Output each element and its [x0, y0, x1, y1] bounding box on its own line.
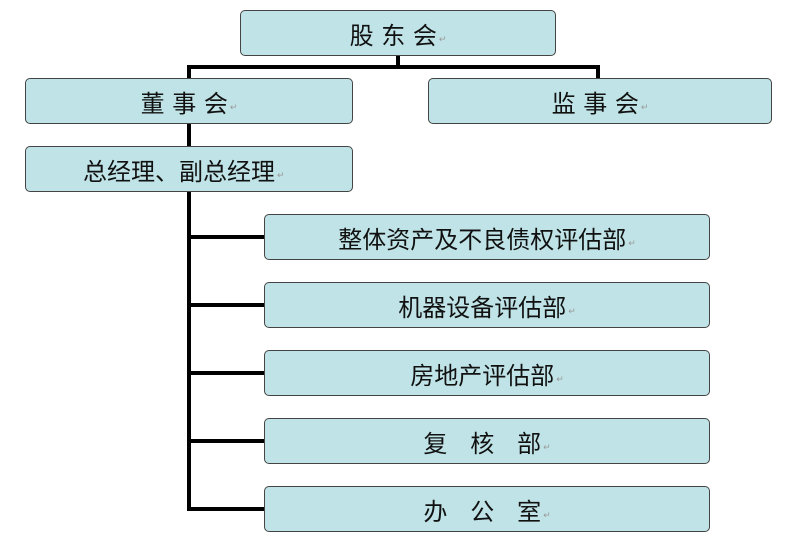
return-mark-icon: ↵ [543, 511, 551, 521]
return-mark-icon: ↵ [543, 443, 551, 453]
department-box: 房地产评估部↵ [264, 350, 710, 396]
return-mark-icon: ↵ [568, 307, 576, 317]
department-label: 房地产评估部 [410, 361, 555, 390]
department-box: 复 核 部↵ [264, 418, 710, 464]
department-label: 办 公 室 [423, 497, 542, 526]
return-mark-icon: ↵ [438, 35, 447, 45]
general-manager-box: 总经理、副总经理↵ [25, 146, 353, 192]
return-mark-icon: ↵ [277, 171, 285, 181]
return-mark-icon: ↵ [556, 375, 564, 385]
return-mark-icon: ↵ [640, 103, 649, 113]
department-label: 复 核 部 [423, 429, 542, 458]
department-box: 整体资产及不良债权评估部↵ [264, 214, 710, 260]
general-manager-label: 总经理、副总经理 [83, 157, 275, 186]
board-of-supervisors-box: 监 事 会↵ [428, 78, 772, 124]
shareholders-box: 股 东 会↵ [240, 10, 556, 56]
return-mark-icon: ↵ [229, 103, 238, 113]
board-label: 董 事 会 [140, 89, 228, 118]
supervisors-label: 监 事 会 [551, 89, 639, 118]
department-box: 机器设备评估部↵ [264, 282, 710, 328]
return-mark-icon: ↵ [628, 239, 636, 249]
department-box: 办 公 室↵ [264, 486, 710, 532]
shareholders-label: 股 东 会 [349, 21, 437, 50]
department-label: 机器设备评估部 [398, 293, 567, 322]
board-of-directors-box: 董 事 会↵ [25, 78, 353, 124]
department-label: 整体资产及不良债权评估部 [338, 225, 627, 254]
